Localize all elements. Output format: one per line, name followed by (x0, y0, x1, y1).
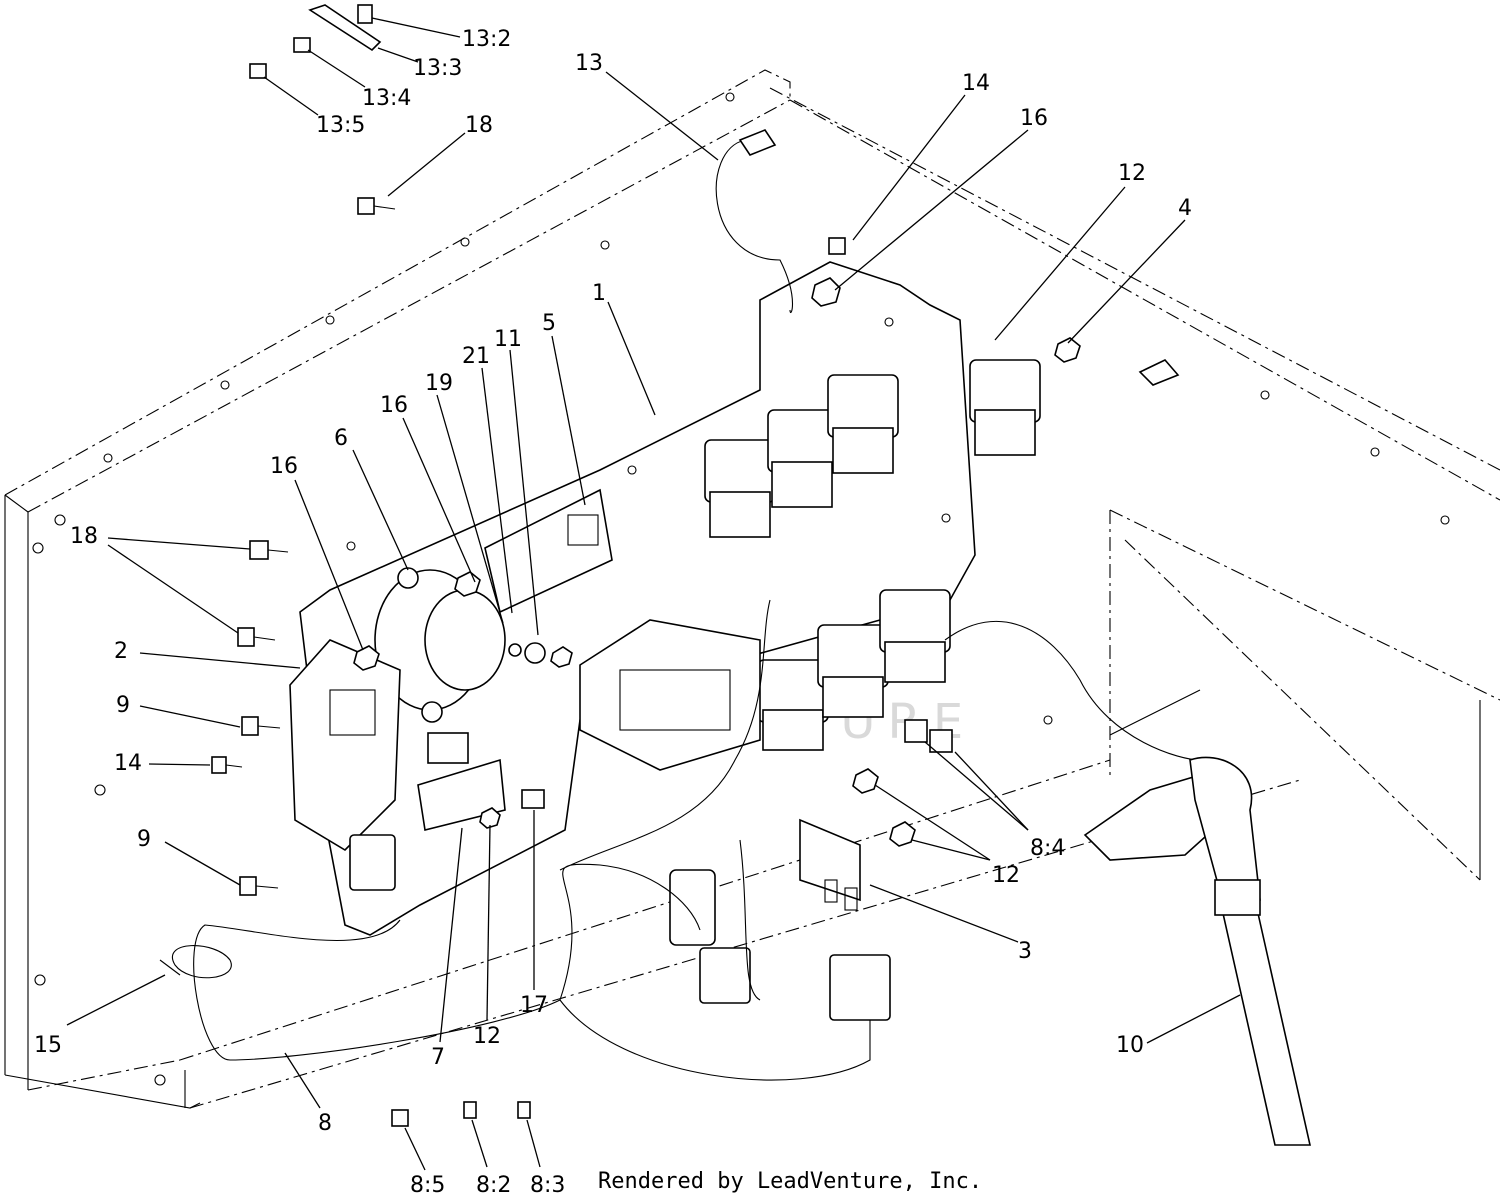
callout-7: 7 (431, 1045, 445, 1070)
wire-harness-upper (715, 139, 793, 313)
callout-10: 10 (1116, 1033, 1144, 1058)
credit-text: Rendered by LeadVenture, Inc. (598, 1169, 982, 1194)
decal (484, 488, 613, 614)
callout-12-bottom: 12 (473, 1024, 501, 1049)
callout-21: 21 (462, 344, 490, 369)
callout-14-top: 14 (962, 71, 990, 96)
battery-cable (1083, 756, 1311, 1146)
callout-5: 5 (542, 311, 556, 336)
callout-13-2: 13:2 (462, 27, 511, 52)
harness-connector-b (699, 947, 751, 1004)
callout-12-right: 12 (992, 863, 1020, 888)
harness-connector-d (349, 834, 396, 891)
wire-harness (193, 599, 1201, 1081)
callout-9-upper: 9 (116, 693, 130, 718)
callout-13-4: 13:4 (362, 86, 411, 111)
callout-4: 4 (1178, 196, 1192, 221)
callout-13-3: 13:3 (413, 56, 462, 81)
callout-1: 1 (592, 281, 606, 306)
callout-17: 17 (520, 993, 548, 1018)
callouts: 13:2 13:3 13:4 13:5 18 13 14 16 12 4 1 5… (34, 27, 1192, 1198)
relay-loose (799, 818, 861, 911)
control-module (289, 639, 401, 852)
harness-connector-a (669, 869, 716, 946)
fuse-block (579, 619, 761, 771)
callout-16-top: 16 (1020, 106, 1048, 131)
callout-8-3: 8:3 (530, 1173, 565, 1198)
callout-16-mid: 16 (380, 393, 408, 418)
callout-8-2: 8:2 (476, 1173, 511, 1198)
callout-8-5: 8:5 (410, 1173, 445, 1198)
callout-19: 19 (425, 371, 453, 396)
callout-16-left: 16 (270, 454, 298, 479)
ignition-switch (374, 567, 506, 723)
callout-8: 8 (318, 1111, 332, 1136)
callout-12-top: 12 (1118, 161, 1146, 186)
leader-lines (66, 17, 1241, 1171)
callout-8-4: 8:4 (1030, 836, 1065, 861)
callout-6: 6 (334, 426, 348, 451)
callout-14-left: 14 (114, 751, 142, 776)
callout-15: 15 (34, 1033, 62, 1058)
callout-13-5: 13:5 (316, 113, 365, 138)
panel-frame (4, 69, 1500, 1109)
callout-9-lower: 9 (137, 827, 151, 852)
harness-connector-c (829, 954, 891, 1021)
callout-18-left: 18 (70, 524, 98, 549)
callout-11: 11 (494, 327, 522, 352)
callout-13: 13 (575, 51, 603, 76)
relay-group-upper (704, 359, 1041, 538)
callout-3: 3 (1018, 939, 1032, 964)
relay-group-lower (757, 589, 951, 751)
callout-18-top: 18 (465, 113, 493, 138)
callout-2: 2 (114, 639, 128, 664)
